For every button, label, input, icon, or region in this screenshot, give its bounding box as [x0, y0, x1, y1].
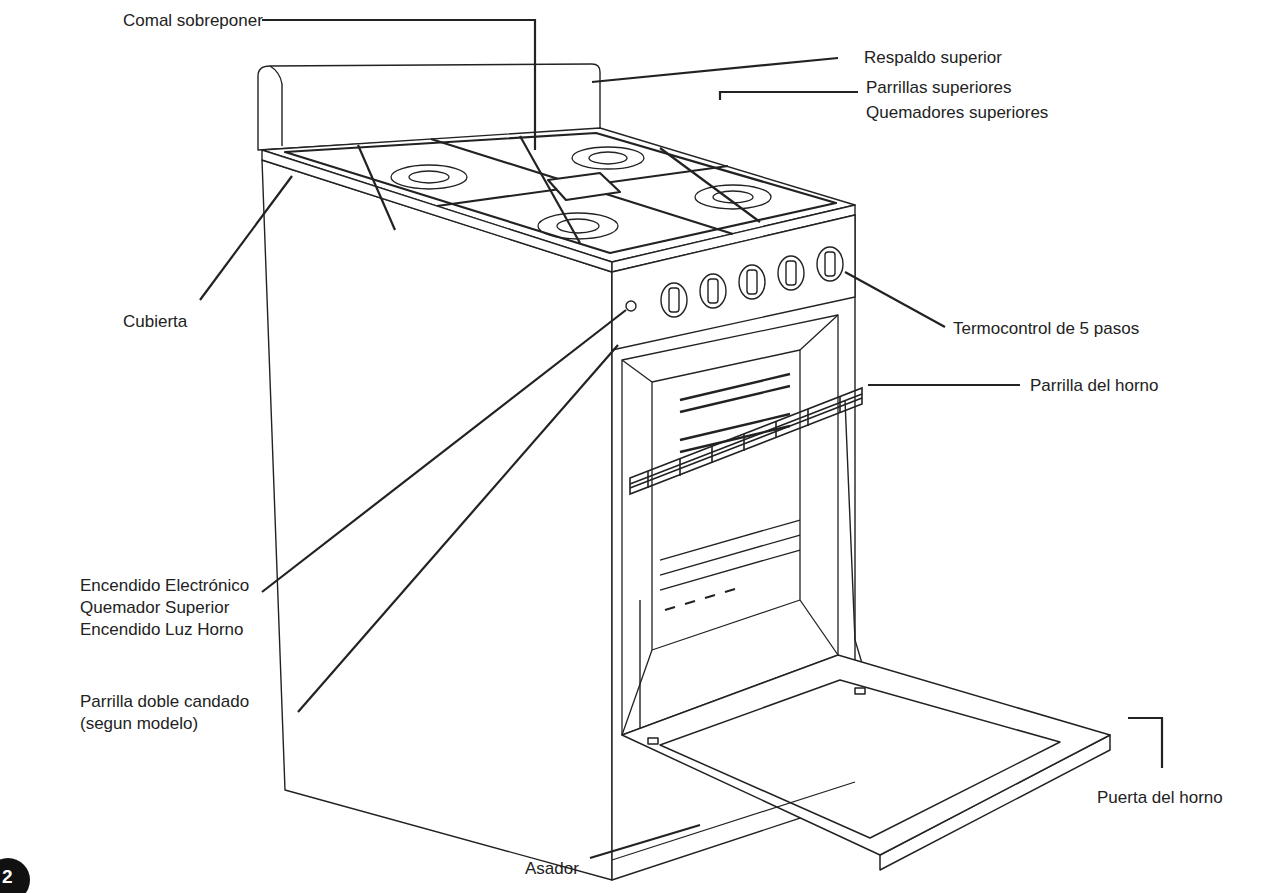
burner-cap: [589, 152, 627, 164]
rack-guide: [660, 520, 800, 590]
part-label: Respaldo superior: [864, 47, 1002, 69]
comal: [548, 173, 620, 200]
page-badge: [0, 858, 30, 893]
part-label: Comal sobreponer: [123, 10, 263, 32]
burner: [572, 147, 644, 169]
door-hinge-arm: [845, 400, 870, 690]
rack-guide: [680, 374, 790, 452]
page-number: 2: [2, 866, 13, 888]
leader-line: [590, 825, 700, 858]
door-hinge: [855, 688, 865, 694]
part-label: Parrillas superiores: [866, 77, 1012, 99]
knob-grip: [669, 288, 679, 312]
burner-holes: [665, 589, 735, 610]
part-label: Parrilla doble candado (segun modelo): [80, 691, 270, 735]
knob: [661, 283, 687, 317]
oven-door: [622, 655, 1110, 870]
grate-bar: [660, 148, 760, 222]
part-label: Quemador Superior: [80, 597, 229, 619]
leader-line: [845, 272, 945, 327]
knobs: [626, 247, 843, 317]
rack-frame: [630, 388, 862, 494]
leader-bracket: [1128, 718, 1162, 768]
knob-grip: [747, 270, 757, 294]
grate: [285, 133, 836, 253]
knob-grip: [825, 252, 835, 276]
part-label: Cubierta: [123, 311, 187, 333]
oven-back: [652, 350, 800, 650]
burner: [391, 165, 467, 189]
oven-rack: [630, 388, 862, 494]
door-panel: [622, 655, 1110, 855]
grate-bar: [437, 166, 728, 206]
door-hinge: [648, 738, 658, 744]
ignition-button: [626, 301, 636, 311]
burner: [695, 185, 771, 209]
leader-line: [868, 384, 1020, 386]
leader-line: [592, 58, 838, 82]
leader-bracket: [720, 92, 858, 100]
part-label: Encendido Luz Horno: [80, 619, 244, 641]
leaders: [200, 20, 1162, 858]
leader-line: [262, 20, 535, 150]
side-panel: [262, 160, 612, 880]
part-label: Encendido Electrónico: [80, 575, 249, 597]
knob: [778, 256, 804, 290]
part-label: Asador: [525, 858, 579, 880]
knob: [817, 247, 843, 281]
part-label: Quemadores superiores: [866, 102, 1048, 124]
rack-wire: [648, 397, 840, 488]
grate-bar: [431, 139, 733, 234]
knob-grip: [786, 261, 796, 285]
grate-bar: [358, 145, 395, 230]
knob: [700, 274, 726, 308]
burner-cap: [557, 219, 599, 233]
door-inner: [660, 680, 1060, 838]
cooktop-lip: [262, 150, 612, 272]
broiler-edge: [612, 782, 855, 860]
knob-grip: [708, 279, 718, 303]
burners: [391, 147, 771, 239]
rack-wire: [630, 394, 862, 488]
leader-line: [200, 176, 292, 300]
knob: [739, 265, 765, 299]
leader-line: [298, 345, 618, 712]
part-label: Puerta del horno: [1097, 787, 1223, 809]
leader-line: [262, 310, 626, 592]
part-label: Parrilla del horno: [1030, 375, 1159, 397]
grates: [285, 133, 836, 253]
burner-cap: [409, 171, 449, 183]
backsplash-edge: [270, 66, 282, 146]
part-label: Termocontrol de 5 pasos: [953, 318, 1139, 340]
